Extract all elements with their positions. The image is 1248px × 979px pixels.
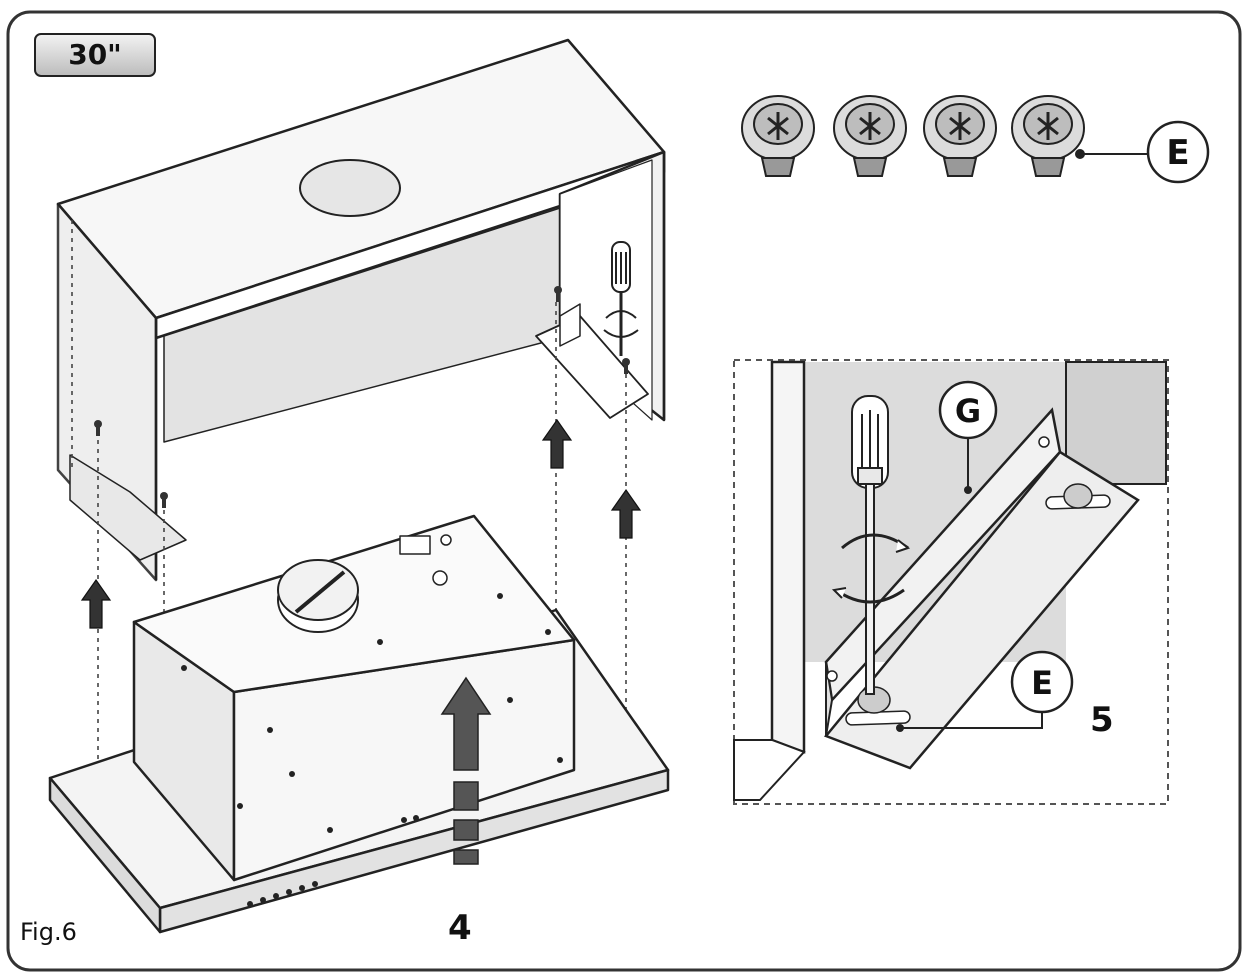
inset-screwdriver-icon (831, 395, 911, 695)
insert-arrow (440, 676, 492, 865)
hood-holes (181, 593, 563, 833)
detail-screw-callout-letter: E (1031, 664, 1053, 702)
step-number-detail: 5 (1090, 700, 1114, 740)
screw-set (741, 95, 1085, 177)
screw-callout-letter: E (1166, 133, 1189, 173)
figure-frame (6, 10, 1242, 972)
size-badge: 30" (34, 33, 156, 77)
cabinet-screws (94, 286, 630, 508)
control-buttons (247, 881, 318, 907)
figure-caption: Fig.6 (20, 918, 77, 946)
upper-cabinet (56, 38, 666, 582)
screwdriver-icon (603, 241, 639, 356)
hood-unit (48, 514, 670, 934)
screw-callout: E (1146, 120, 1210, 184)
bracket-callout-letter: G (955, 392, 981, 430)
step-number-main: 4 (448, 908, 472, 948)
screw-callout-leader (1075, 149, 1148, 159)
detail-inset: G E (733, 359, 1169, 805)
